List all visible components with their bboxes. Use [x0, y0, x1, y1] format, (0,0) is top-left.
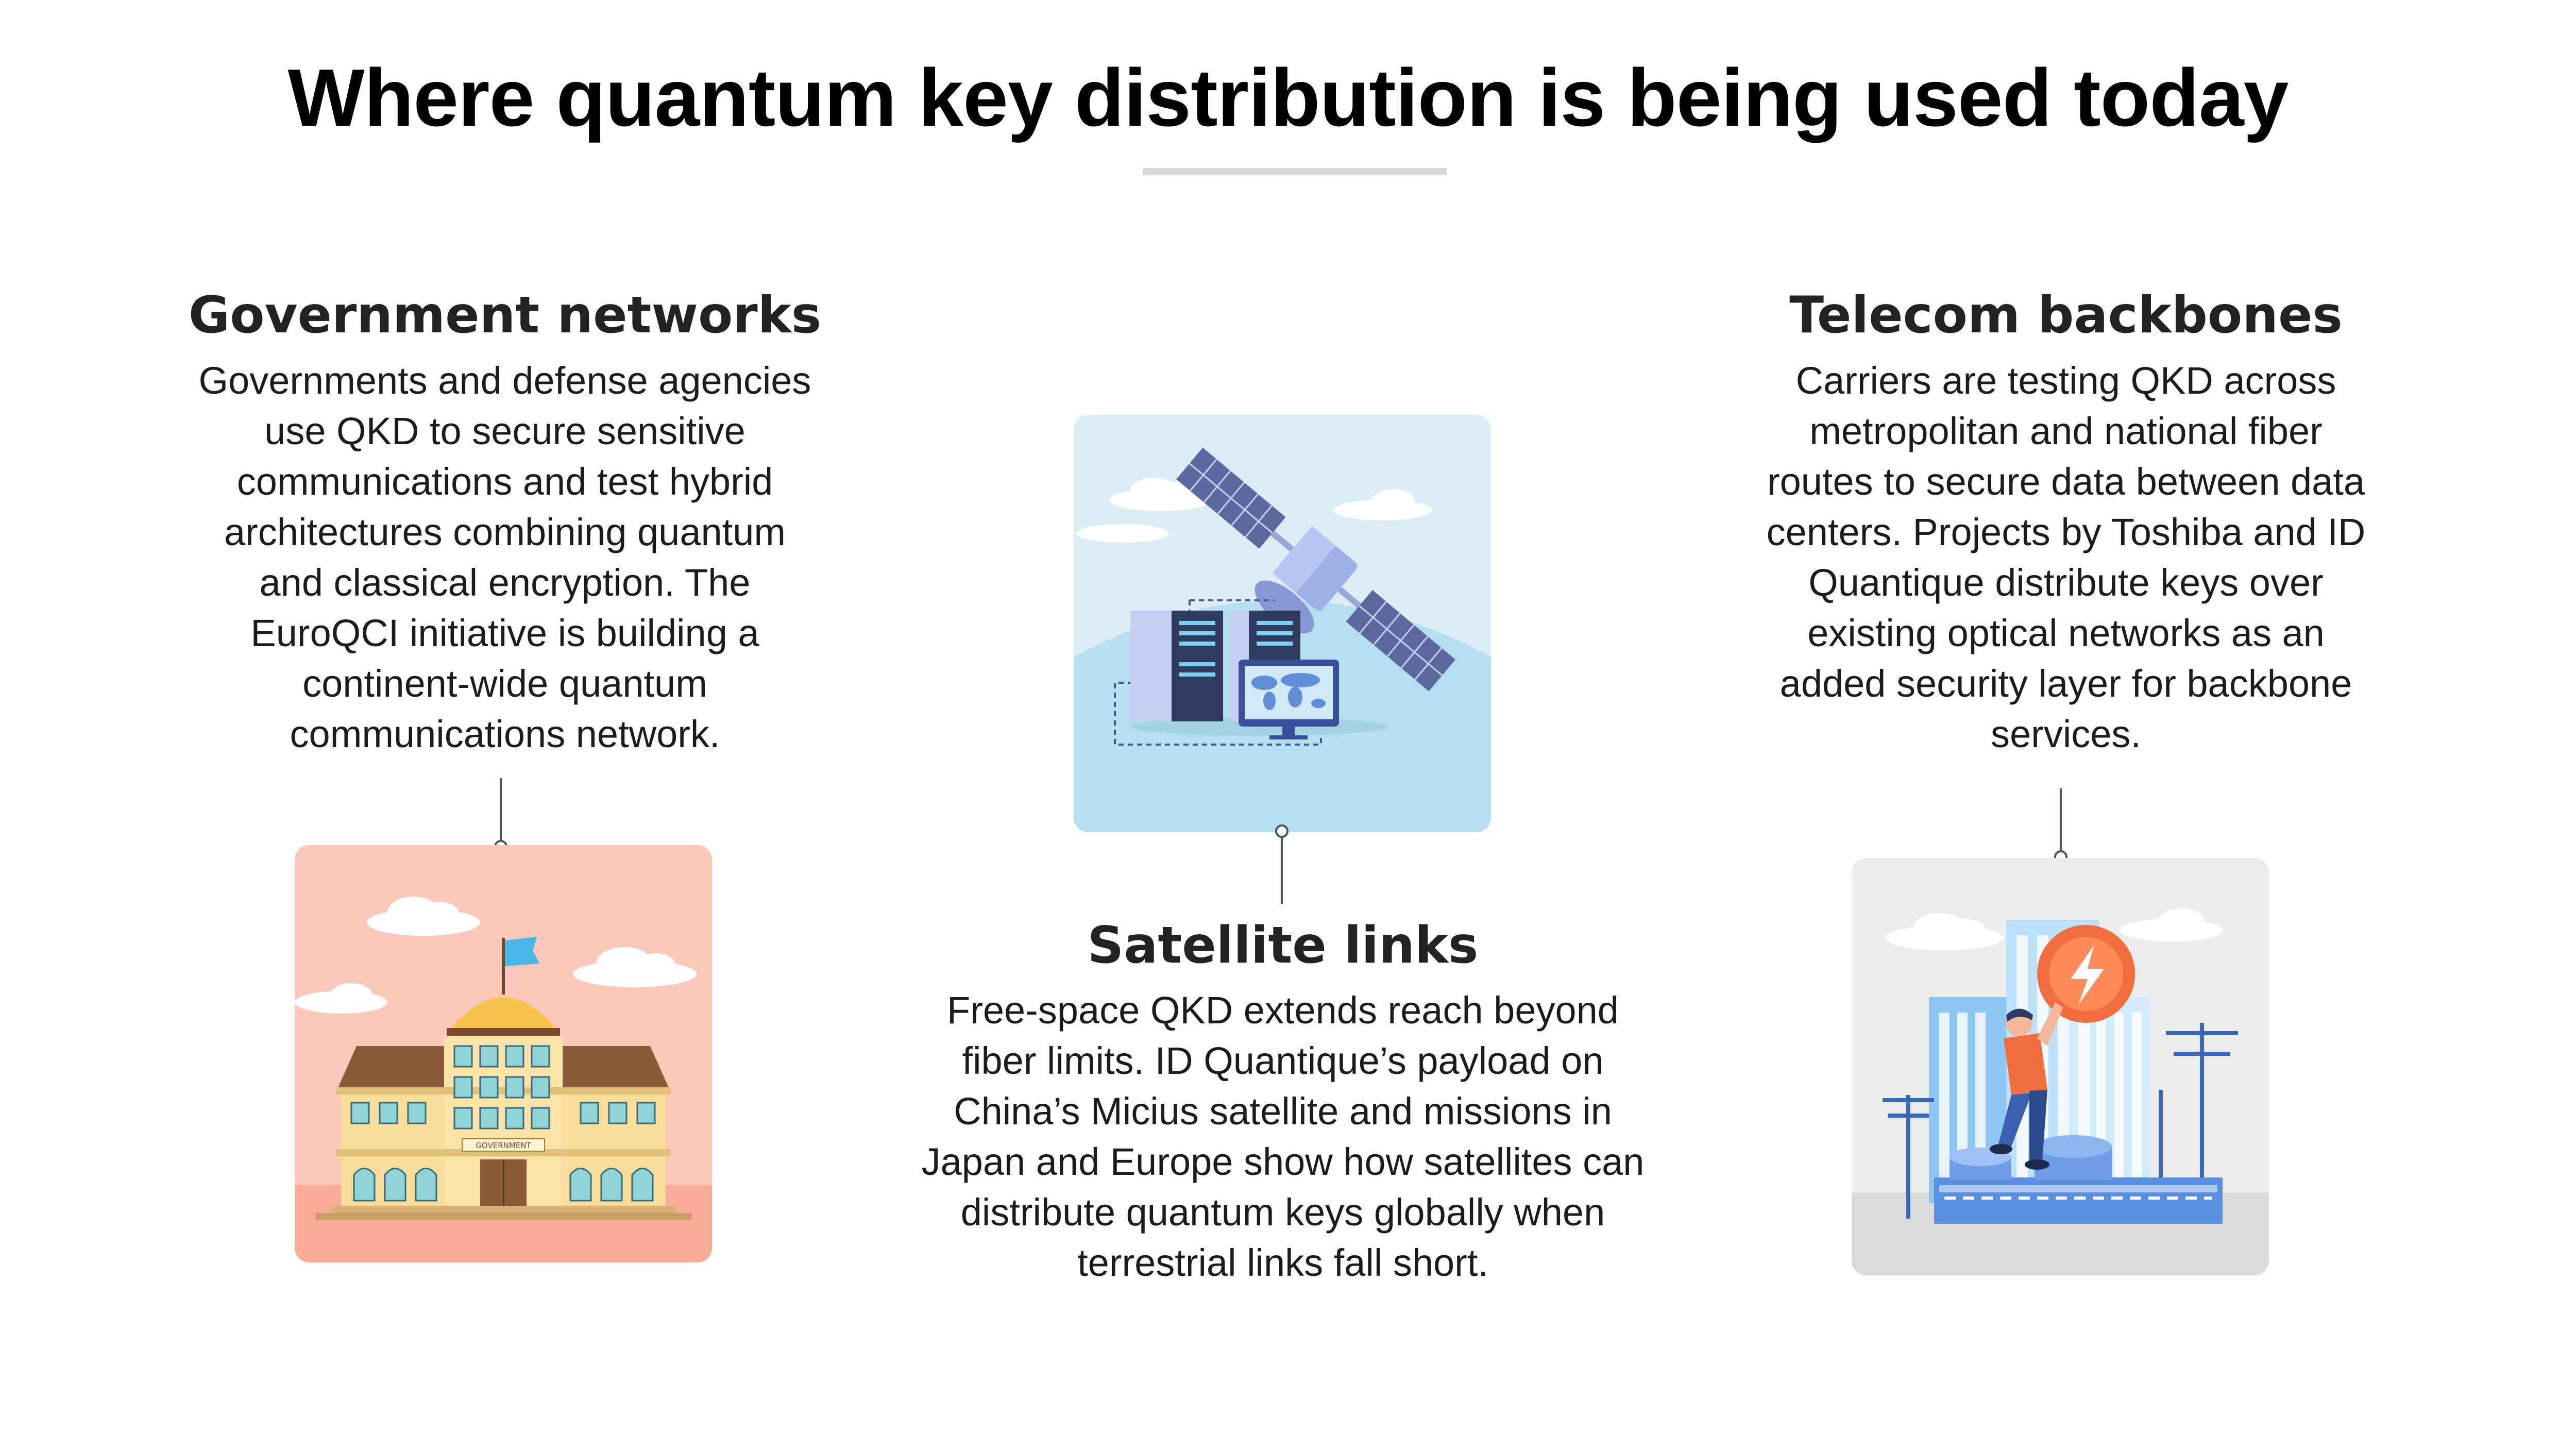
- text-line: architectures combining quantum: [224, 511, 786, 553]
- telecom-illustration: [1852, 858, 2269, 1275]
- building-sign: GOVERNMENT: [476, 1141, 531, 1150]
- section-text-government: Governments and defense agencies use QKD…: [93, 356, 917, 760]
- text-line: services.: [1991, 713, 2141, 755]
- text-line: EuroQCI initiative is building a: [250, 612, 759, 654]
- text-line: existing optical networks as an: [1807, 612, 2325, 654]
- text-line: China’s Micius satellite and missions in: [954, 1090, 1612, 1133]
- text-line: fiber limits. ID Quantique’s payload on: [962, 1039, 1604, 1082]
- text-line: continent-wide quantum: [302, 662, 707, 705]
- text-line: distribute quantum keys globally when: [960, 1191, 1605, 1234]
- government-building-icon: GOVERNMENT: [295, 845, 712, 1262]
- text-line: communications and test hybrid: [236, 460, 773, 503]
- text-line: routes to secure data between data: [1767, 460, 2365, 503]
- connector-dot: [1275, 824, 1289, 838]
- connector-line: [2060, 788, 2062, 853]
- text-line: communications network.: [290, 713, 720, 755]
- text-line: Japan and Europe show how satellites can: [921, 1140, 1645, 1183]
- page-title: Where quantum key distribution is being …: [287, 53, 2289, 143]
- text-line: use QKD to secure sensitive: [264, 410, 745, 452]
- government-building-illustration: GOVERNMENT: [295, 845, 712, 1262]
- satellite-illustration: [1074, 415, 1491, 832]
- connector-line: [1281, 837, 1283, 904]
- text-line: added security layer for backbone: [1780, 662, 2352, 705]
- text-line: and classical encryption. The: [259, 561, 751, 604]
- text-line: Governments and defense agencies: [198, 359, 811, 402]
- text-line: Free-space QKD extends reach beyond: [947, 989, 1619, 1032]
- section-heading-satellite: Satellite links: [1087, 916, 1479, 975]
- text-line: metropolitan and national fiber: [1809, 410, 2323, 452]
- text-line: terrestrial links fall short.: [1077, 1241, 1488, 1284]
- text-line: Carriers are testing QKD across: [1795, 359, 2336, 402]
- telecom-energy-icon: [1852, 858, 2269, 1275]
- section-text-satellite: Free-space QKD extends reach beyond fibe…: [871, 985, 1695, 1288]
- section-heading-government: Government networks: [188, 286, 822, 345]
- satellite-datacenter-icon: [1074, 415, 1491, 832]
- text-line: centers. Projects by Toshiba and ID: [1766, 511, 2366, 553]
- section-text-telecom: Carriers are testing QKD across metropol…: [1654, 356, 2478, 760]
- connector-line: [500, 778, 502, 845]
- text-line: Quantique distribute keys over: [1808, 561, 2324, 604]
- title-underline: [1143, 168, 1447, 175]
- section-heading-telecom: Telecom backbones: [1789, 286, 2343, 345]
